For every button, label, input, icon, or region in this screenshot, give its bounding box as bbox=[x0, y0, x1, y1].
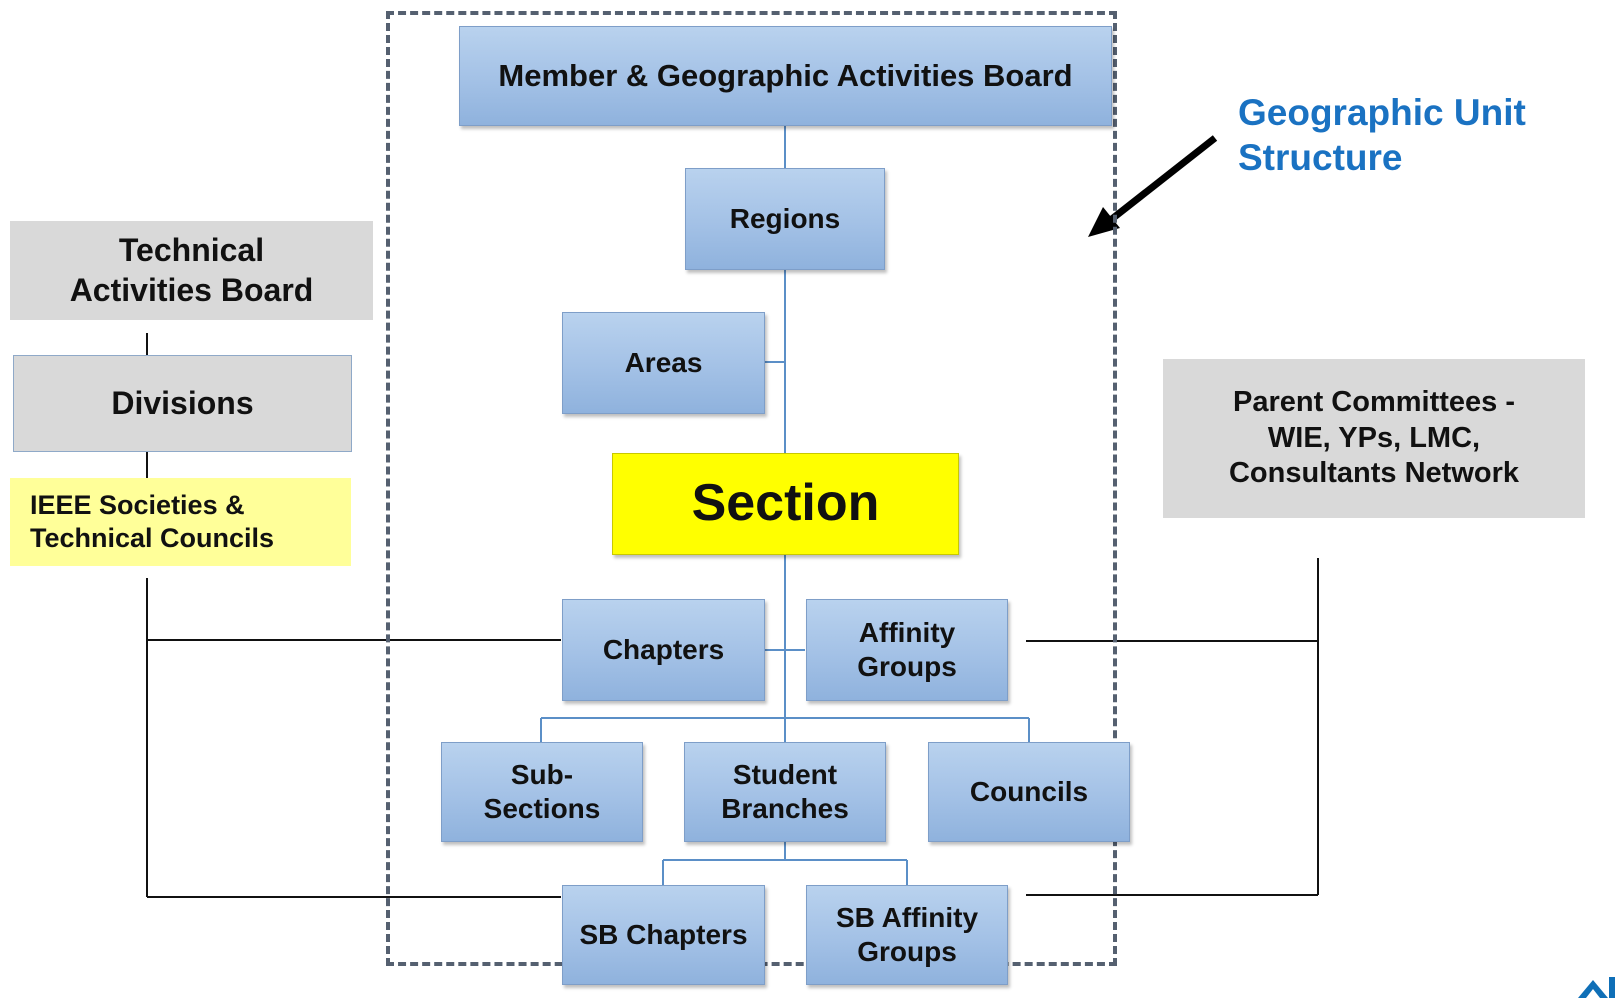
internal-connectors bbox=[540, 126, 1030, 885]
pointer-arrow-icon bbox=[1088, 135, 1218, 237]
external-connectors bbox=[146, 333, 1319, 898]
technical-activities-board-box: Technical Activities Board bbox=[10, 221, 373, 320]
sb-affinity-groups-box: SB Affinity Groups bbox=[806, 885, 1008, 985]
societies-councils-box: IEEE Societies & Technical Councils bbox=[10, 478, 351, 566]
section-box: Section bbox=[612, 453, 959, 555]
chapters-box: Chapters bbox=[562, 599, 765, 701]
geographic-unit-structure-label: Geographic Unit Structure bbox=[1238, 92, 1526, 179]
ieee-logo-icon bbox=[1578, 968, 1615, 998]
sb-chapters-box: SB Chapters bbox=[562, 885, 765, 985]
regions-box: Regions bbox=[685, 168, 885, 270]
mgab-box: Member & Geographic Activities Board bbox=[459, 26, 1112, 126]
affinity-groups-box: Affinity Groups bbox=[806, 599, 1008, 701]
student-branches-box: Student Branches bbox=[684, 742, 886, 842]
areas-box: Areas bbox=[562, 312, 765, 414]
divisions-box: Divisions bbox=[13, 355, 352, 452]
councils-box: Councils bbox=[928, 742, 1130, 842]
sub-sections-box: Sub- Sections bbox=[441, 742, 643, 842]
parent-committees-box: Parent Committees - WIE, YPs, LMC, Consu… bbox=[1163, 359, 1585, 518]
